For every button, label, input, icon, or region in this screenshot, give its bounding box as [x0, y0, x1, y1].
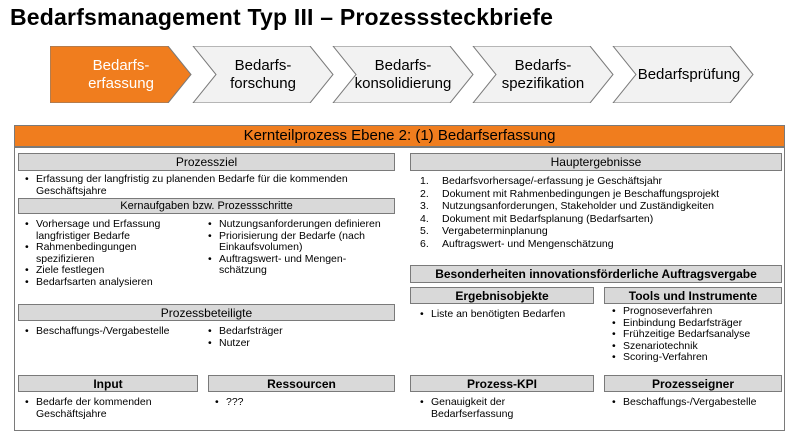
step-bedarfserfassung[interactable]: Bedarfs- erfassung [50, 46, 192, 103]
list-item: 1.Bedarfsvorhersage/-erfassung je Geschä… [420, 175, 663, 187]
list-item: Beschaffungs-/Vergabestelle [25, 325, 195, 338]
prozessbeteiligte-left: Beschaffungs-/Vergabestelle [25, 325, 195, 338]
step-bedarfskonsolidierung[interactable]: Bedarfs- konsolidierung [332, 46, 474, 103]
list-item: Ziele festlegen [25, 264, 190, 277]
list-item: Bedarfsarten analysieren [25, 276, 190, 289]
hauptergebnisse-content: 1.Bedarfsvorhersage/-erfassung je Geschä… [420, 175, 780, 250]
list-item: Genauigkeit der Bedarfserfassung [420, 396, 590, 420]
chevron-shape [472, 46, 614, 103]
list-item: 4.Dokument mit Bedarfsplanung (Bedarfsar… [420, 212, 654, 225]
prozessbeteiligte-right: Bedarfsträger Nutzer [208, 325, 388, 350]
list-item: 3.Nutzungsanforderungen, Stakeholder und… [420, 200, 715, 212]
prozessziel-header: Prozessziel [18, 153, 395, 171]
ressourcen-content: ??? [215, 396, 385, 409]
list-item: Priorisierung der Bedarfe (nach Einkaufs… [208, 230, 388, 254]
kernaufgaben-header: Kernaufgaben bzw. Prozessschritte [18, 198, 395, 214]
step-label: Bedarfs- forschung [230, 56, 296, 92]
hauptergebnisse-header: Hauptergebnisse [410, 153, 782, 171]
input-content: Bedarfe der kommenden Geschäftsjahre [25, 396, 195, 420]
list-item: Erfassung der langfristig zu planenden B… [25, 173, 390, 197]
tools-header: Tools und Instrumente [604, 287, 782, 304]
step-label: Bedarfs- erfassung [88, 56, 154, 92]
list-item: Scoring-Verfahren [612, 351, 782, 364]
list-item: ??? [215, 396, 385, 409]
page-title: Bedarfsmanagement Typ III – Prozesssteck… [10, 4, 554, 30]
list-item: Liste an benötigten Bedarfen [420, 308, 590, 321]
besonderheiten-header: Besonderheiten innovationsförderliche Au… [410, 265, 782, 283]
eigner-content: Beschaffungs-/Vergabestelle [612, 396, 782, 409]
prozessziel-content: Erfassung der langfristig zu planenden B… [25, 173, 390, 197]
list-item: Nutzer [208, 337, 388, 350]
list-item: Bedarfsträger [208, 325, 388, 338]
list-item: Einbindung Bedarfsträger [612, 317, 782, 330]
process-card-frame [14, 147, 785, 431]
step-label: Bedarfsprüfung [637, 65, 741, 83]
list-item: Prognoseverfahren [612, 305, 782, 318]
step-label: Bedarfs- spezifikation [501, 56, 585, 92]
chevron-shape [50, 46, 192, 103]
ressourcen-header: Ressourcen [208, 375, 395, 392]
list-item: Nutzungsanforderungen definieren [208, 218, 388, 231]
step-bedarfsspezifikation[interactable]: Bedarfs- spezifikation [472, 46, 614, 103]
kernaufgaben-left: Vorhersage und Erfassung langfristiger B… [25, 218, 190, 289]
list-item: Frühzeitige Bedarfsanalyse [612, 328, 782, 341]
step-bedarfsforschung[interactable]: Bedarfs- forschung [192, 46, 334, 103]
kpi-content: Genauigkeit der Bedarfserfassung [420, 396, 590, 420]
list-item: Vorhersage und Erfassung langfristiger B… [25, 218, 190, 242]
chevron-shape [332, 46, 474, 103]
list-item: Szenariotechnik [612, 340, 782, 353]
list-item: 5.Vergabeterminplanung [420, 225, 548, 237]
eigner-header: Prozesseigner [604, 375, 782, 392]
prozessbeteiligte-header: Prozessbeteiligte [18, 304, 395, 321]
list-item: 2.Dokument mit Rahmenbedingungen je Besc… [420, 187, 720, 200]
step-bedarfspruefung[interactable]: Bedarfsprüfung [612, 46, 754, 103]
list-item: Beschaffungs-/Vergabestelle [612, 396, 782, 409]
step-label: Bedarfs- konsolidierung [354, 56, 452, 92]
input-header: Input [18, 375, 198, 392]
chevron-shape [612, 46, 754, 103]
list-item: Rahmenbedingungen spezifizieren [25, 241, 190, 265]
ergebnisobjekte-header: Ergebnisobjekte [410, 287, 594, 304]
kernaufgaben-right: Nutzungsanforderungen definieren Prioris… [208, 218, 388, 277]
list-item: Auftragswert- und Mengen-schätzung [208, 253, 388, 277]
list-item: Bedarfe der kommenden Geschäftsjahre [25, 396, 195, 420]
list-item: 6.Auftragswert- und Mengenschätzung [420, 237, 614, 250]
kpi-header: Prozess-KPI [410, 375, 594, 392]
tools-content: Prognoseverfahren Einbindung Bedarfsträg… [612, 305, 782, 364]
ergebnisobjekte-content: Liste an benötigten Bedarfen [420, 308, 590, 321]
chevron-shape [192, 46, 334, 103]
main-process-header: Kernteilprozess Ebene 2: (1) Bedarfserfa… [14, 125, 785, 147]
